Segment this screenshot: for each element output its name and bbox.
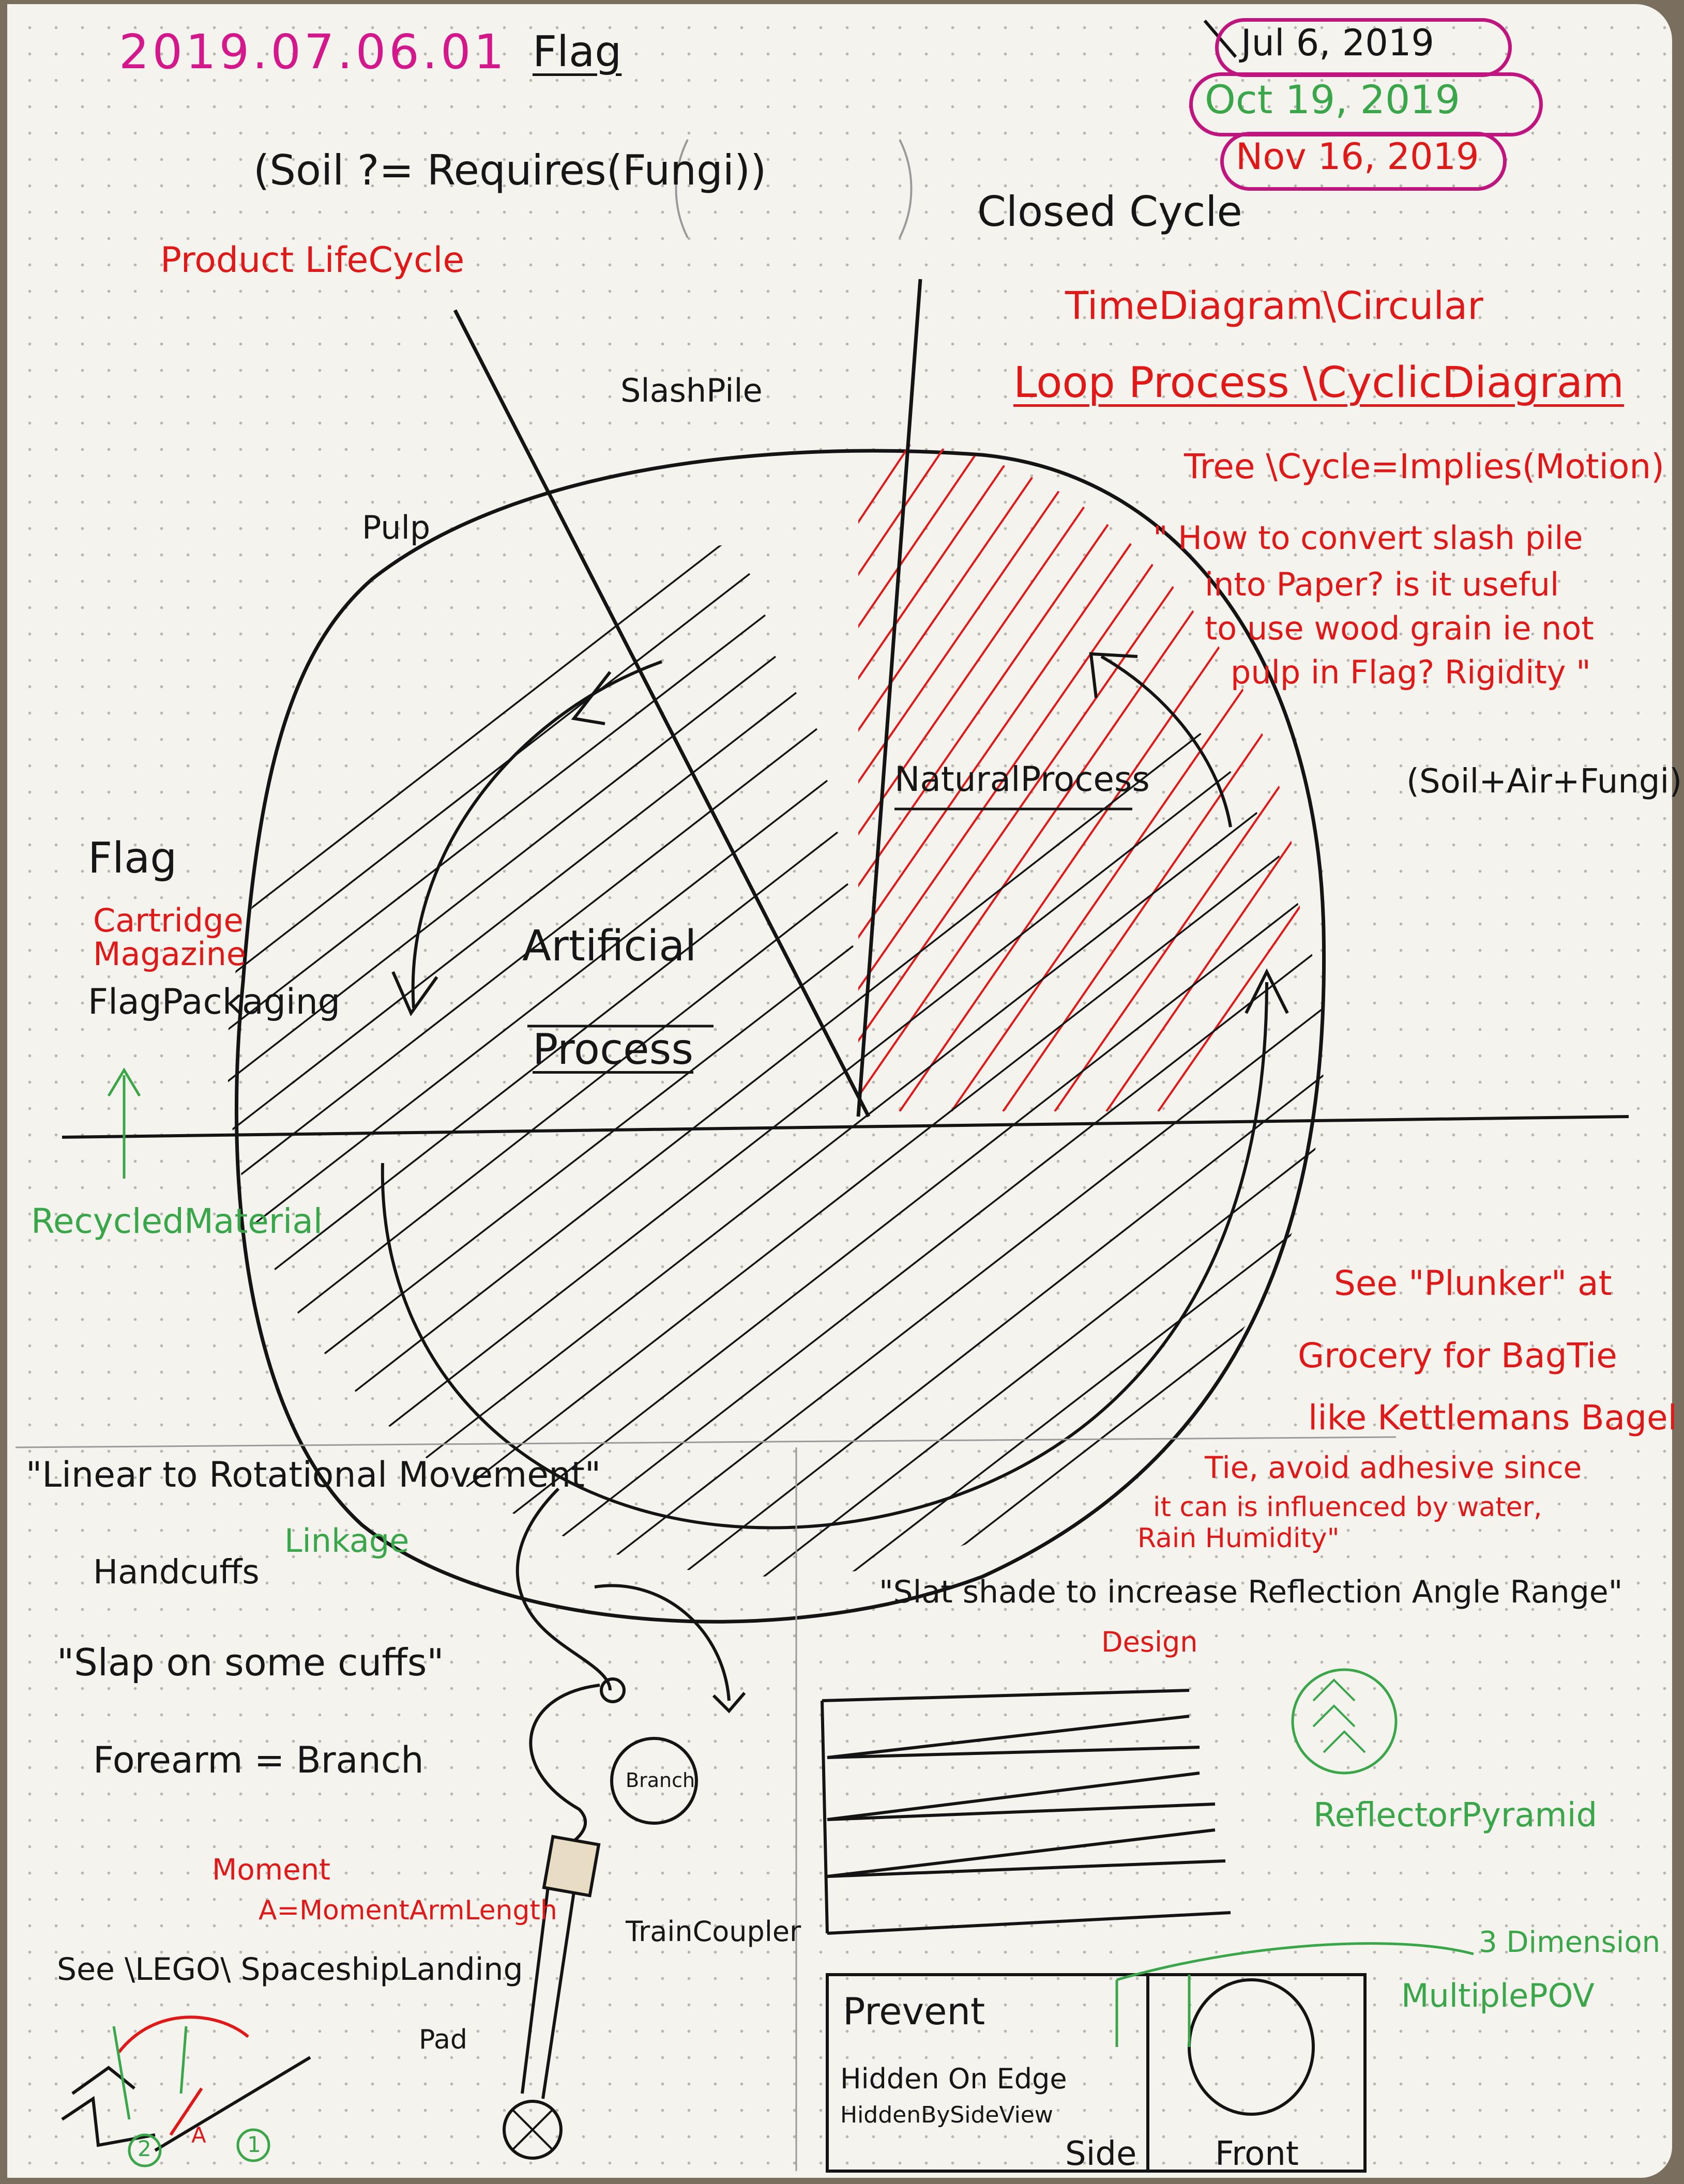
slash-pile-label: SlashPile [620,372,763,409]
pulp-question-line-3: to use wood grain ie not [1205,609,1594,647]
reflector-pyramid-label: ReflectorPyramid [1313,1796,1598,1835]
natural-process-label: NaturalProcess [894,759,1150,799]
linkage-label: Linkage [284,1522,409,1560]
pulp-question-line-1: " How to convert slash pile [1153,519,1583,557]
slap-cuffs-label: "Slap on some cuffs" [57,1641,444,1684]
moment-label: Moment [212,1853,331,1887]
horizontal-axis [62,1115,1629,1139]
tree-cycle-label: Tree \Cycle=Implies(Motion) [1184,447,1664,486]
circled-1: 1 [247,2132,261,2157]
flag-label: Flag [88,834,177,883]
plunker-line-1: See "Plunker" at [1334,1263,1612,1303]
date-1: Jul 6, 2019 [1241,22,1434,64]
artificial-process-label-1: Artificial [522,922,697,971]
soil-air-fungi-label: (Soil+Air+Fungi) [1406,762,1682,801]
date-2: Oct 19, 2019 [1205,77,1460,123]
three-dimension-label: 3 Dimension [1479,1926,1661,1959]
magazine-label: Magazine [93,935,247,973]
plunker-line-2: Grocery for BagTie [1298,1336,1617,1376]
circled-a: A [191,2122,206,2148]
slat-shade-sketch [821,1689,1231,1935]
product-lifecycle-label: Product LifeCycle [160,240,465,281]
hidden-by-side-view-label: HiddenBySideView [840,2102,1053,2128]
front-view-box [1146,1973,1367,2173]
multiple-pov-label: MultiplePOV [1401,1977,1595,2014]
recycled-material-label: RecycledMaterial [31,1201,323,1241]
branch-circle [610,1737,698,1825]
closed-cycle-label: Closed Cycle [977,188,1242,236]
pulp-question-line-2: into Paper? is it useful [1205,566,1559,603]
cartridge-label: Cartridge [93,902,244,939]
linear-rotational-label: "Linear to Rotational Movement" [26,1455,601,1495]
pulp-question-line-4: pulp in Flag? Rigidity " [1231,653,1591,691]
date-pill-3 [1220,132,1507,191]
branch-label: Branch [626,1769,695,1792]
time-diagram-label: TimeDiagram\Circular [1065,284,1483,328]
loop-process-label: Loop Process \CyclicDiagram [1013,358,1625,407]
forearm-label: Forearm = Branch [93,1739,424,1781]
design-label: Design [1101,1626,1198,1658]
page-code: 2019.07.06.01 [119,24,508,80]
front-view-circle [1188,1978,1315,2116]
page-title: Flag [533,27,622,77]
artificial-process-label-2: Process [533,1025,694,1074]
plunker-line-4: Tie, avoid adhesive since [1205,1450,1582,1485]
side-label: Side [1065,2135,1137,2173]
slash-pile-line [453,309,871,1118]
handcuffs-label: Handcuffs [93,1553,260,1592]
lego-label: See \LEGO\ SpaceshipLanding [57,1951,523,1988]
front-label: Front [1215,2135,1299,2173]
pad-label: Pad [419,2024,467,2055]
soil-fungi-formula: (Soil ?= Requires(Fungi)) [253,146,767,194]
plunker-line-6: Rain Humidity" [1137,1523,1340,1554]
reflector-pyramid-circle [1291,1668,1398,1775]
vertical-divider [856,279,922,1117]
prevent-label: Prevent [843,1990,985,2033]
circled-2: 2 [138,2136,151,2161]
process-cycle-outline [234,449,1326,1624]
slat-shade-label: "Slat shade to increase Reflection Angle… [879,1574,1623,1610]
moment-arm-label: A=MomentArmLength [259,1895,557,1926]
pulp-label: Pulp [362,509,431,546]
flag-packaging-label: FlagPackaging [88,982,341,1022]
date-3: Nov 16, 2019 [1236,135,1479,178]
hidden-on-edge-label: Hidden On Edge [840,2063,1067,2095]
plunker-line-3: like Kettlemans Bagel [1308,1398,1677,1438]
notebook-page [7,4,1672,2178]
coupler-block [542,1835,601,1898]
train-coupler-label: TrainCoupler [626,1915,801,1948]
plunker-line-5: it can is influenced by water, [1153,1492,1542,1523]
artificial-process-hatching [227,543,1324,1577]
